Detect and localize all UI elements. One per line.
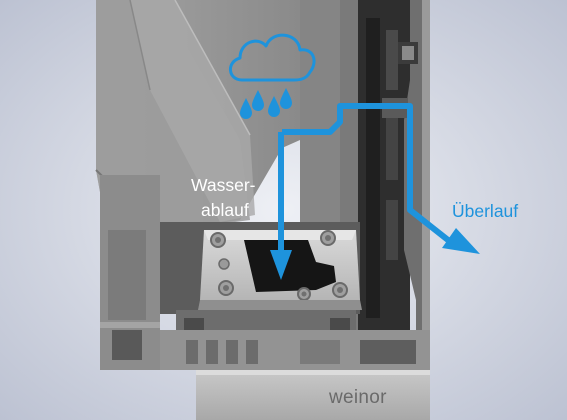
screw: [218, 258, 230, 270]
overflow-arrow-icon: [282, 103, 480, 254]
down-arrow-icon: [270, 132, 292, 280]
raindrop-icon: [240, 98, 252, 119]
aluminium-profile: [95, 0, 430, 420]
drain-label-line2: ablauf: [201, 200, 249, 220]
drain-opening: [244, 240, 336, 292]
raindrop-icon: [268, 96, 280, 117]
profile-inner-step: [130, 0, 255, 222]
drain-label-line1: Wasser-: [191, 175, 256, 195]
raindrop-icon: [252, 90, 264, 111]
drain-plate: [198, 230, 362, 310]
overflow-label: Überlauf: [452, 201, 519, 221]
brand-logo: weinor: [329, 387, 387, 408]
raindrops: [240, 88, 292, 119]
raindrop-icon: [280, 88, 292, 109]
rain-cloud-icon: [229, 33, 316, 82]
front-cover-bar: [196, 370, 430, 420]
